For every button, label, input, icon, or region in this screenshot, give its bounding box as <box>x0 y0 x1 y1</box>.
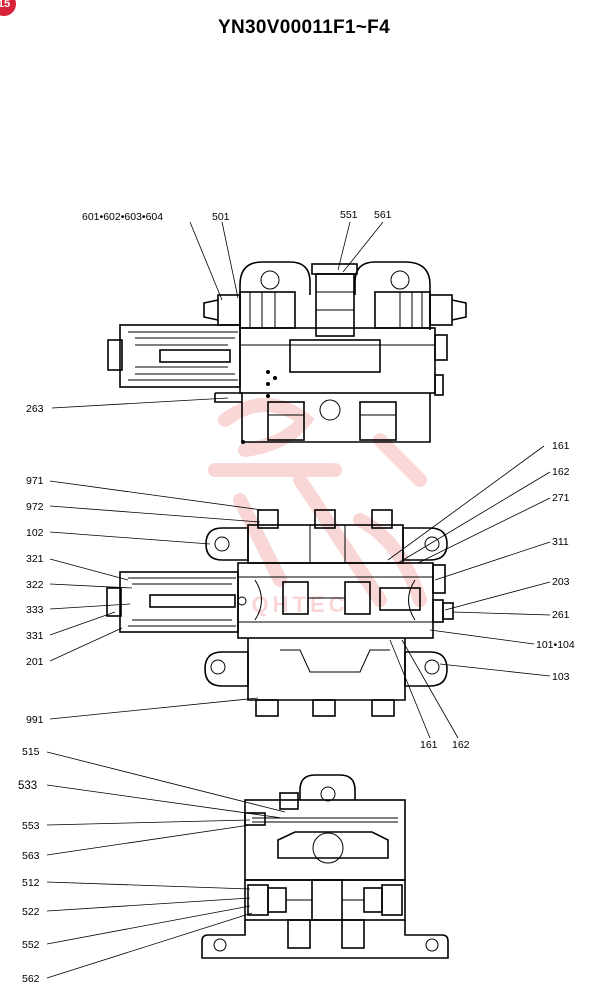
callout-971: 971 <box>26 475 44 487</box>
callout-552: 552 <box>22 939 40 951</box>
callout-311: 311 <box>552 536 569 548</box>
callout-162-bottom: 162 <box>452 739 470 751</box>
callout-201: 201 <box>26 656 44 668</box>
middle-view-drawing <box>106 509 454 717</box>
watermark-logo: QHTEC <box>208 398 427 617</box>
top-view-drawing <box>107 261 467 444</box>
watermark-text: QHTEC <box>252 592 349 617</box>
callout-263: 263 <box>26 403 44 415</box>
callout-522: 522 <box>22 906 40 918</box>
bottom-view-drawing <box>201 774 449 959</box>
callout-333: 333 <box>26 604 44 616</box>
callout-553: 553 <box>22 820 40 832</box>
callout-563: 563 <box>22 850 40 862</box>
callout-515: 515 <box>22 746 40 758</box>
callout-103: 103 <box>552 671 570 683</box>
callout-162-right: 162 <box>552 466 570 478</box>
callout-102: 102 <box>26 527 44 539</box>
callout-161-bottom: 161 <box>420 739 438 751</box>
leader-lines <box>46 221 551 979</box>
callout-533: 533 <box>18 780 37 792</box>
callout-labels: 601•602•603•604 501 551 561 263 971 972 … <box>18 209 575 985</box>
callout-561: 561 <box>374 209 392 221</box>
callout-562: 562 <box>22 973 40 985</box>
callout-512: 512 <box>22 877 40 889</box>
callout-101-104: 101•104 <box>536 639 575 651</box>
callout-203: 203 <box>552 576 570 588</box>
callout-321: 321 <box>26 553 44 565</box>
callout-261: 261 <box>552 609 570 621</box>
callout-161-right: 161 <box>552 440 570 452</box>
page-number-badge: 15 <box>0 0 16 16</box>
callout-601-604: 601•602•603•604 <box>82 211 163 223</box>
callout-271: 271 <box>552 492 570 504</box>
callout-331: 331 <box>26 630 44 642</box>
callout-551: 551 <box>340 209 358 221</box>
callout-322: 322 <box>26 579 44 591</box>
drawing-title: YN30V00011F1~F4 <box>218 17 390 38</box>
callout-501: 501 <box>212 211 230 223</box>
callout-991: 991 <box>26 714 44 726</box>
callout-972: 972 <box>26 501 44 513</box>
